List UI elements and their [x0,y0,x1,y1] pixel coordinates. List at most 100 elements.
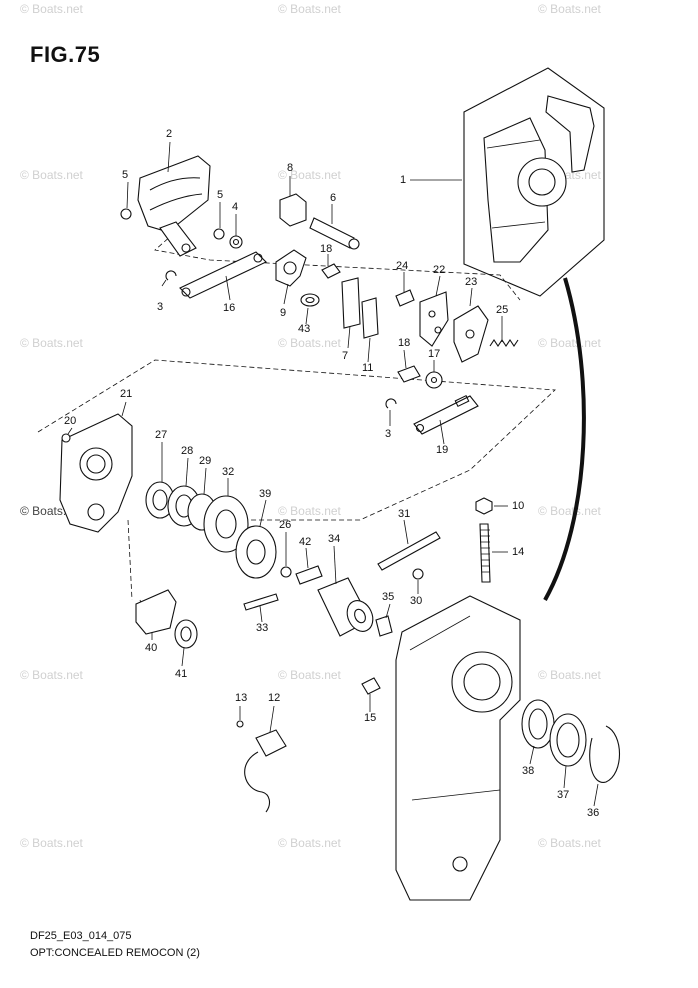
leader-line [469,287,473,307]
callout-number: 16 [223,302,236,314]
thrust-washer-hole [246,539,266,565]
neutral-switch [255,729,287,757]
leader-line [259,499,267,527]
leader-line [225,275,231,301]
watermark: © Boats.net [20,668,83,682]
assembly-guide [127,519,133,601]
seal-ring-inner [528,708,548,740]
handle-hub [517,157,567,207]
callout-number: 22 [433,264,446,276]
callout-number: 23 [465,276,478,288]
leader-line [121,401,127,417]
housing-edge [491,221,546,229]
link-hole [181,287,191,297]
leader-line [167,141,171,173]
control-lever [545,95,595,173]
callout-number: 43 [298,323,311,335]
link-hole [253,253,263,263]
callout-number: 25 [496,304,509,316]
callout-number: 18 [320,243,333,255]
housing-edge [409,615,471,651]
handle-housing [483,117,549,263]
watermark: © Boats.net [538,668,601,682]
spring [489,339,519,347]
washer [229,235,243,249]
callout-number: 19 [436,444,449,456]
watermark: © Boats.net [278,836,341,850]
watermark: © Boats.net [538,504,601,518]
callout-number: 5 [122,169,129,181]
housing-bore [451,651,513,713]
callout-number: 1 [400,174,407,186]
bracket-arm [159,221,197,257]
leader-line [126,181,129,209]
callout-number: 32 [222,466,235,478]
watermark: © Boats.net [278,668,341,682]
clip-ring [213,228,225,240]
callout-number: 3 [157,301,164,313]
bracket-rib [149,177,201,191]
watermark: © Boats.net [538,336,601,350]
small-screw [236,720,244,728]
leader-line [403,519,409,545]
nut [475,497,493,515]
callout-number: 13 [235,692,248,704]
drum-gear-face [346,600,374,632]
screw [397,365,421,383]
leader-line [259,605,263,623]
housing-bore-inner [463,663,501,701]
washer-hole [430,376,438,384]
neutral-gear [203,495,249,553]
housing-edge [411,789,501,801]
snap-ring [589,725,620,783]
callout-number: 34 [328,533,341,545]
watermark: © Boats.net [278,2,341,16]
callout-number: 7 [342,350,349,362]
shift-link [413,395,479,435]
spacer [295,565,323,585]
watermark: © Boats.net [20,836,83,850]
callout-number: 3 [385,428,392,440]
figure-title: FIG.75 [30,42,101,67]
housing-edge [486,139,541,149]
cover-opening-inner [86,454,106,474]
callout-number: 24 [396,260,409,272]
leader-line [347,325,351,349]
leader-line [161,279,167,287]
ball [280,566,292,578]
switch-lead [244,751,271,813]
callout-number: 28 [181,445,194,457]
callout-number: 9 [280,307,287,319]
callout-number: 29 [199,455,212,467]
seal-ring [521,699,555,749]
leader-line [269,705,275,733]
leader-line [305,547,309,569]
callout-number: 30 [410,595,423,607]
callout-number: 37 [557,789,570,801]
watermark: © Boats.net [20,336,83,350]
callout-number: 27 [155,429,168,441]
link-hole [415,423,425,433]
washer-hole [305,296,315,304]
circlip [165,270,177,281]
callout-number: 39 [259,488,272,500]
watermark: © Boats.net [278,504,341,518]
screw [395,289,415,307]
remote-control-housing [395,595,521,901]
callout-number: 14 [512,546,525,558]
watermark: © Boats.net [20,2,83,16]
plate-hole [434,326,442,334]
callout-number: 36 [587,807,600,819]
assembly-boundary [154,227,521,301]
callout-number: 15 [364,712,377,724]
switch-bracket [135,589,177,635]
threaded-stud [479,523,491,583]
friction-plate [453,305,489,363]
callout-number: 40 [145,642,158,654]
leader-line [593,783,599,807]
callout-number: 2 [166,128,173,140]
watermark: © Boats.net [538,2,601,16]
neutral-gear-hole [215,509,237,539]
detent-plate [341,277,361,329]
